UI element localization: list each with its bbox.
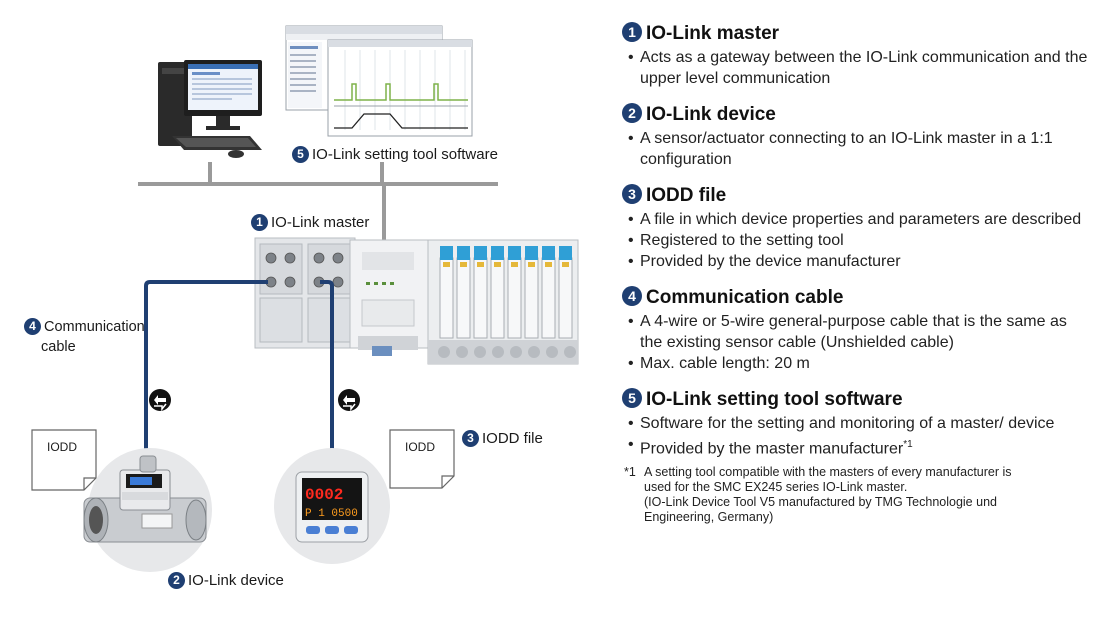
bullet-item: Acts as a gateway between the IO-Link co… — [622, 47, 1092, 89]
software-window-front — [327, 39, 473, 137]
diagram-graphics: 0002 P 1 0500 — [31, 25, 579, 572]
badge-1-icon: 1 — [251, 214, 268, 231]
bullet-item: Registered to the setting tool — [622, 230, 1092, 251]
communication-cables — [144, 280, 334, 470]
badge-5-icon: 5 — [292, 146, 309, 163]
valve-manifold — [427, 239, 579, 365]
io-link-symbol-icon — [338, 389, 360, 412]
io-link-master-unit — [254, 237, 429, 356]
section-setting-tool-software: 5IO-Link setting tool software Software … — [622, 388, 1092, 459]
badge-2-icon: 2 — [168, 572, 185, 589]
pressure-display-bottom: P 1 0500 — [305, 508, 358, 520]
description-panel: 1IO-Link master Acts as a gateway betwee… — [622, 22, 1092, 525]
iodd-card-text: IODD — [47, 440, 77, 454]
badge-4-icon: 4 — [622, 286, 642, 306]
bullet-item: Provided by the device manufacturer — [622, 251, 1092, 272]
bullet-item: Provided by the master manufacturer*1 — [622, 434, 1092, 459]
iodd-card-2 — [389, 429, 455, 489]
badge-4-icon: 4 — [24, 318, 41, 335]
network-bus — [138, 162, 498, 240]
pc-icon — [158, 60, 262, 158]
badge-3-icon: 3 — [462, 430, 479, 447]
footnote: *1 A setting tool compatible with the ma… — [624, 465, 1012, 525]
bullet-item: A sensor/actuator connecting to an IO-Li… — [622, 128, 1092, 170]
footnote-ref: *1 — [903, 439, 913, 450]
badge-3-icon: 3 — [622, 184, 642, 204]
flow-sensor-device — [83, 448, 212, 572]
iodd-card-text: IODD — [405, 440, 435, 454]
bullet-item: A 4-wire or 5-wire general-purpose cable… — [622, 311, 1092, 353]
bullet-item: A file in which device properties and pa… — [622, 209, 1092, 230]
pressure-sensor-device: 0002 P 1 0500 — [274, 448, 390, 564]
pressure-display-top: 0002 — [305, 486, 343, 504]
badge-2-icon: 2 — [622, 103, 642, 123]
bullet-item: Max. cable length: 20 m — [622, 353, 1092, 374]
badge-5-icon: 5 — [622, 388, 642, 408]
section-io-link-master: 1IO-Link master Acts as a gateway betwee… — [622, 22, 1092, 89]
io-link-symbol-icon — [149, 389, 171, 412]
bullet-item: Software for the setting and monitoring … — [622, 413, 1092, 434]
footnote-marker: *1 — [624, 465, 636, 480]
badge-1-icon: 1 — [622, 22, 642, 42]
section-io-link-device: 2IO-Link device A sensor/actuator connec… — [622, 103, 1092, 170]
iodd-card-1 — [31, 429, 97, 491]
